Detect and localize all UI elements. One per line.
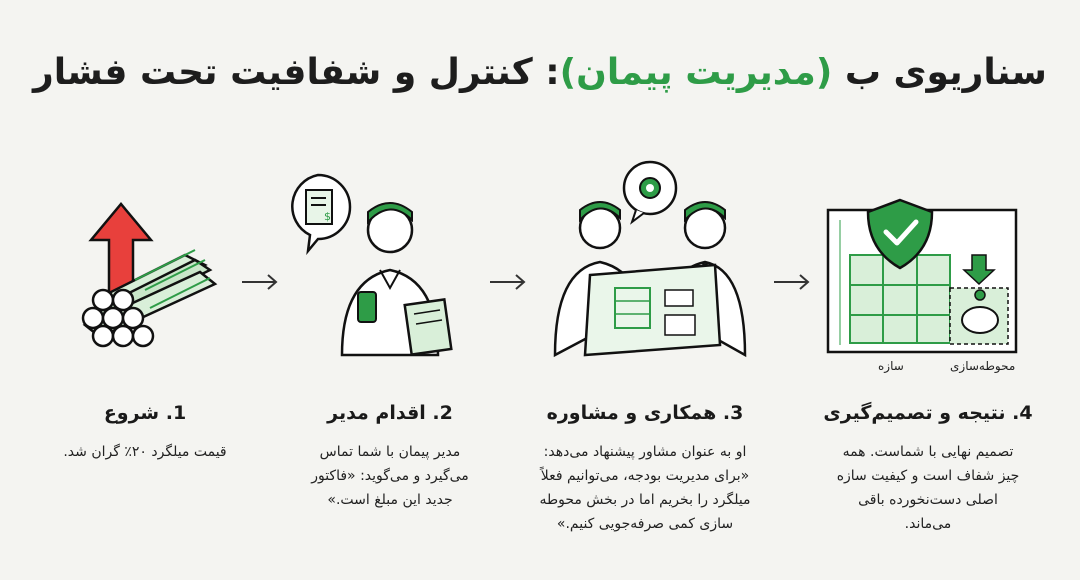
flow-arrow-icon <box>490 274 526 290</box>
step-3-line: او به عنوان مشاور پیشنهاد می‌دهد: <box>543 444 747 460</box>
step-4-title: 4. نتیجه و تصمیم‌گیری <box>823 402 1033 424</box>
step-2-description: مدیر پیمان با شما تماس می‌گیرد و می‌گوید… <box>280 440 500 512</box>
step-3-description: او به عنوان مشاور پیشنهاد می‌دهد: «برای … <box>525 440 765 536</box>
gear-bubble-icon <box>622 160 678 225</box>
page-title: سناریوی ب (مدیریت پیمان): کنترل و شفافیت… <box>0 52 1080 93</box>
step-1-title: 1. شروع <box>103 402 187 424</box>
step-4-line: چیز شفاف است و کیفیت سازه <box>836 468 1020 484</box>
step-3-line: سازی کمی صرفه‌جویی کنیم.» <box>556 516 734 532</box>
title-before: سناریوی ب <box>832 52 1047 93</box>
step-3-title: 3. همکاری و مشاوره <box>546 402 744 424</box>
step-3-line: «برای مدیریت بودجه، می‌توانیم فعلاً <box>540 468 750 484</box>
step-1-description: قیمت میلگرد ۲۰٪ گران شد. <box>35 440 255 464</box>
caption-landscaping: محوطه‌سازی <box>950 359 1016 373</box>
invoice-bubble-icon: $ <box>291 173 352 256</box>
consultants-plan-icon <box>553 160 747 358</box>
title-highlight: (مدیریت پیمان) <box>559 52 833 93</box>
step-3-line: میلگرد را بخریم اما در بخش محوطه <box>539 492 751 508</box>
step-2-title: 2. اقدام مدیر <box>327 402 453 424</box>
shield-check-icon <box>866 198 934 270</box>
step-4-line: می‌ماند. <box>904 516 952 532</box>
step-2-line: جدید این مبلغ است.» <box>327 492 453 508</box>
step-4-line: اصلی دست‌نخورده باقی <box>858 492 998 508</box>
rebar-bundle-icon <box>81 202 218 348</box>
manager-phone-icon: $ <box>291 173 453 357</box>
flow-arrow-icon <box>242 274 278 290</box>
step-2-line: مدیر پیمان با شما تماس <box>319 444 461 460</box>
flow-arrow-icon <box>774 274 810 290</box>
step-2-line: می‌گیرد و می‌گوید: «فاکتور <box>311 468 469 484</box>
step-4-line: تصمیم نهایی با شماست. همه <box>842 444 1014 460</box>
step-1-line: قیمت میلگرد ۲۰٪ گران شد. <box>63 444 227 460</box>
piggy-bank-icon <box>961 289 999 334</box>
caption-structure: سازه <box>878 359 904 373</box>
step-4-description: تصمیم نهایی با شماست. همه چیز شفاف است و… <box>818 440 1038 536</box>
building-plan-icon <box>826 198 1018 354</box>
title-after: : کنترل و شفافیت تحت فشار <box>33 52 560 93</box>
svg-text:$: $ <box>324 210 331 223</box>
